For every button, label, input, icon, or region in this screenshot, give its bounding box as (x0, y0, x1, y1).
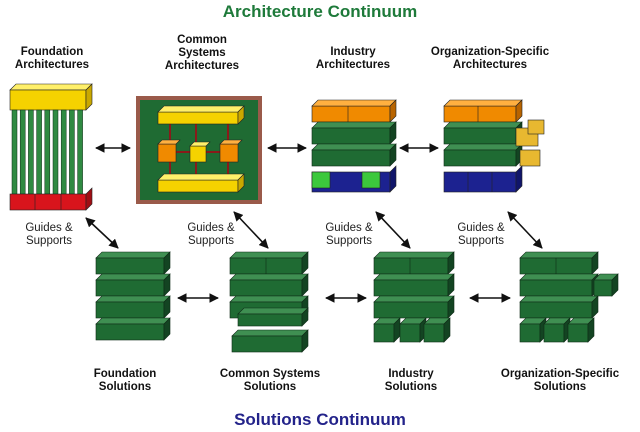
foundation-solution-slab (95, 251, 171, 275)
solutions-continuum-title: Solutions Continuum (234, 410, 406, 429)
org-solution-slab (519, 273, 599, 297)
org-solution-slab (519, 251, 599, 275)
common-solution-slab (231, 329, 309, 353)
foundation-solution-slab (95, 295, 171, 319)
foundation-solution-slab (95, 317, 171, 341)
arrow-guide-1 (85, 217, 119, 249)
foundation-column (77, 109, 83, 195)
industry-solution-slab (373, 273, 455, 297)
industry-solution-block (399, 317, 427, 343)
foundation-column (52, 109, 59, 195)
org-solution-block (519, 317, 547, 343)
arrow-guide-4 (507, 211, 543, 249)
foundation-column (19, 109, 26, 195)
industry-solution-block (423, 317, 451, 343)
org-solution-block (567, 317, 595, 343)
foundation-column (28, 109, 34, 195)
foundation-column (36, 109, 42, 195)
industry-solution-slab (373, 295, 455, 319)
industry-solution-slab (373, 251, 455, 275)
foundation-column (60, 109, 67, 195)
foundation-column (11, 109, 18, 195)
org-solution-side-block (593, 273, 619, 297)
guides-supports-label-1: Guides &Supports (25, 222, 73, 247)
foundation-architecture-graphic (9, 83, 93, 211)
organization-architecture-graphic (443, 99, 545, 193)
arrow-guide-2 (233, 211, 269, 249)
industry-solution-block (373, 317, 401, 343)
guides-supports-label-2: Guides &Supports (187, 222, 235, 247)
org-solution-slab (519, 295, 599, 319)
architecture-continuum-title: Architecture Continuum (222, 2, 418, 21)
common-solution-slab (237, 307, 309, 327)
guides-supports-label-4: Guides &Supports (457, 222, 505, 247)
industry-arch-slab (311, 121, 397, 145)
industry-architecture-graphic (311, 99, 397, 193)
common-systems-architecture-graphic (136, 96, 262, 204)
org-arch-slab (443, 143, 523, 167)
guides-supports-label-3: Guides &Supports (325, 222, 373, 247)
industry-arch-slab (311, 143, 397, 167)
common-solution-slab (229, 273, 309, 297)
common-solution-slab (229, 251, 309, 275)
org-solution-block (543, 317, 571, 343)
foundation-column (44, 109, 51, 195)
org-arch-slab (443, 121, 523, 145)
foundation-column (69, 109, 75, 195)
arrow-guide-3 (375, 211, 411, 249)
foundation-solution-slab (95, 273, 171, 297)
